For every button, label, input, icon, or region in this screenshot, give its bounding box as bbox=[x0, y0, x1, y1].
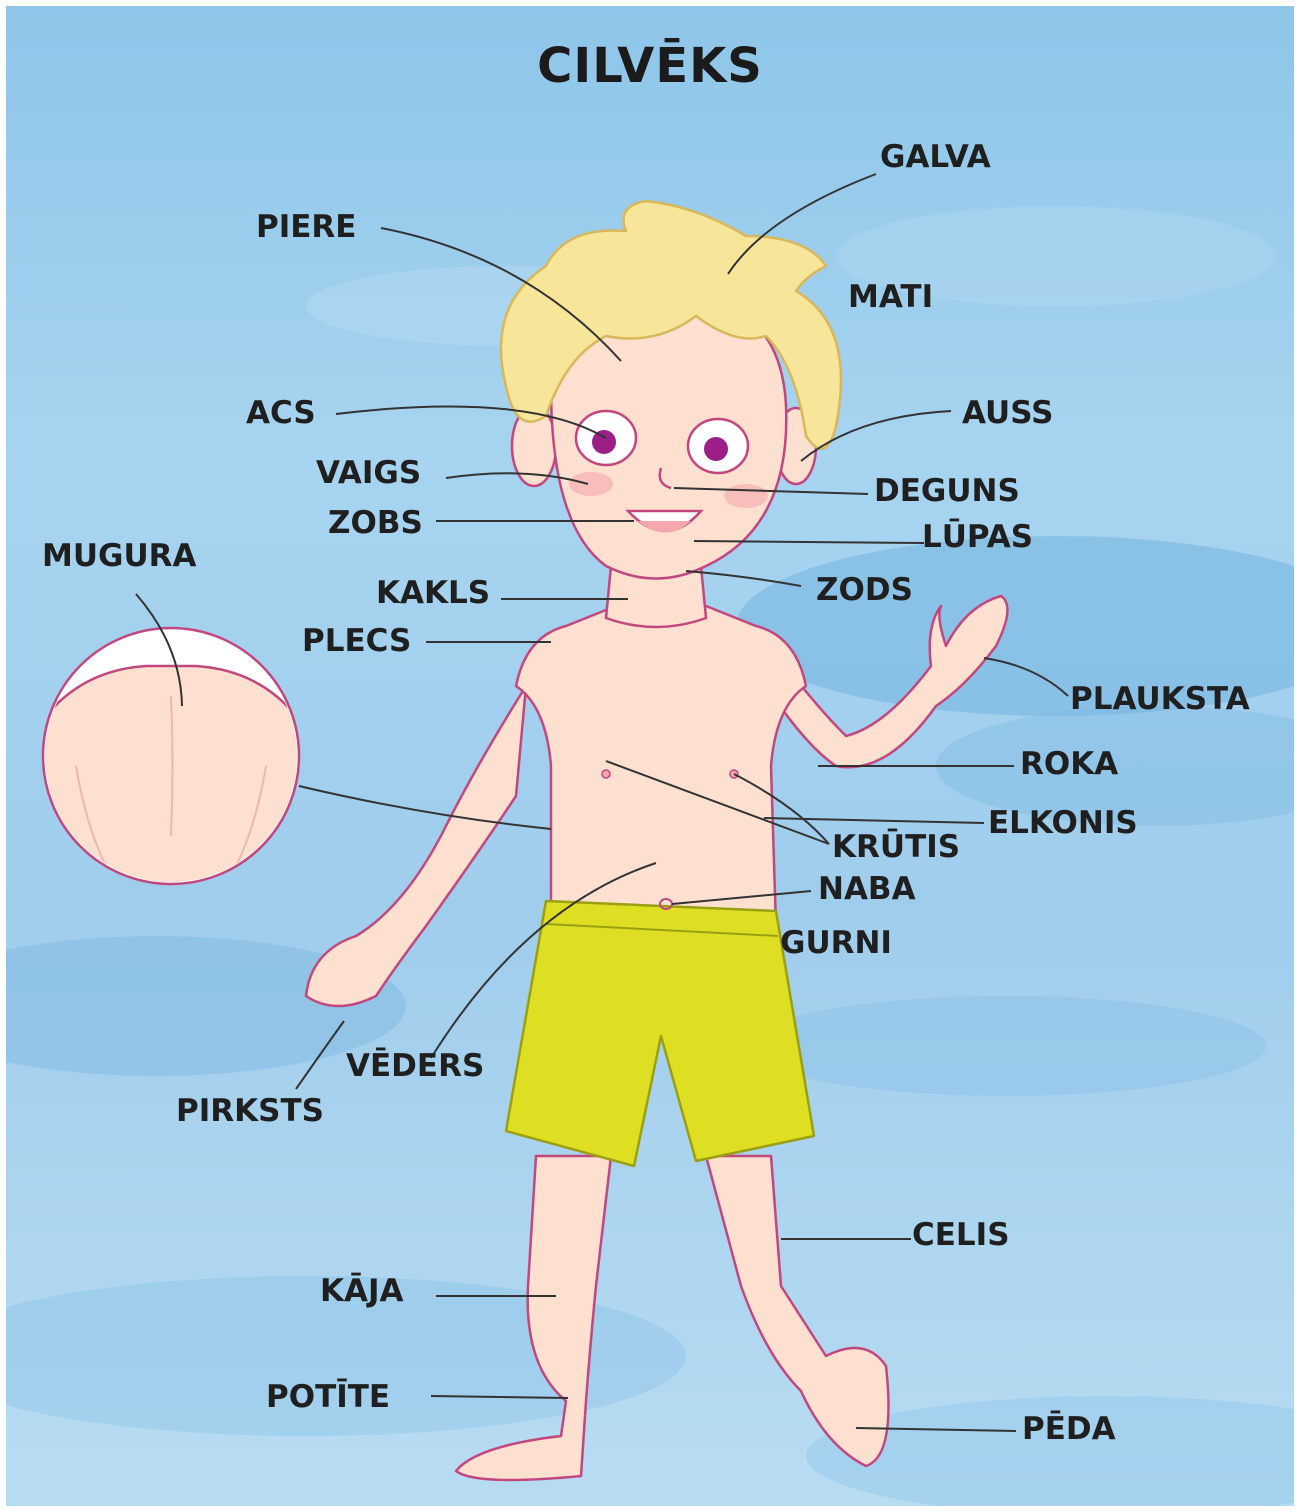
label-kaja: KĀJA bbox=[320, 1276, 404, 1307]
label-celis: CELIS bbox=[912, 1220, 1010, 1251]
label-elkonis: ELKONIS bbox=[988, 808, 1138, 839]
label-kakls: KAKLS bbox=[376, 578, 490, 609]
label-krutis: KRŪTIS bbox=[832, 832, 960, 863]
label-auss: AUSS bbox=[962, 398, 1053, 429]
body-parts-poster: CILVĒKS GALVA PIERE MATI ACS AUSS VAIGS … bbox=[6, 6, 1294, 1506]
label-plecs: PLECS bbox=[302, 626, 411, 657]
label-roka: ROKA bbox=[1020, 749, 1118, 780]
label-piere: PIERE bbox=[256, 212, 356, 243]
label-galva: GALVA bbox=[880, 142, 991, 173]
label-peda: PĒDA bbox=[1022, 1414, 1116, 1445]
label-pirksts: PIRKSTS bbox=[176, 1096, 324, 1127]
label-lupas: LŪPAS bbox=[922, 522, 1033, 553]
torso bbox=[516, 606, 806, 926]
left-leg bbox=[456, 1156, 611, 1480]
label-acs: ACS bbox=[246, 398, 316, 429]
label-veders: VĒDERS bbox=[346, 1051, 484, 1082]
label-mati: MATI bbox=[848, 282, 933, 313]
label-mugura: MUGURA bbox=[42, 541, 197, 572]
label-plauksta: PLAUKSTA bbox=[1070, 684, 1250, 715]
right-leg bbox=[706, 1156, 889, 1466]
left-arm bbox=[306, 686, 526, 1006]
label-zods: ZODS bbox=[816, 575, 913, 606]
label-potite: POTĪTE bbox=[266, 1382, 390, 1413]
shorts bbox=[506, 901, 814, 1166]
label-vaigs: VAIGS bbox=[316, 458, 421, 489]
label-gurni: GURNI bbox=[780, 928, 892, 959]
back-inset bbox=[26, 628, 316, 906]
poster-title: CILVĒKS bbox=[6, 38, 1294, 94]
label-zobs: ZOBS bbox=[328, 508, 423, 539]
label-deguns: DEGUNS bbox=[874, 476, 1020, 507]
label-naba: NABA bbox=[818, 874, 916, 905]
